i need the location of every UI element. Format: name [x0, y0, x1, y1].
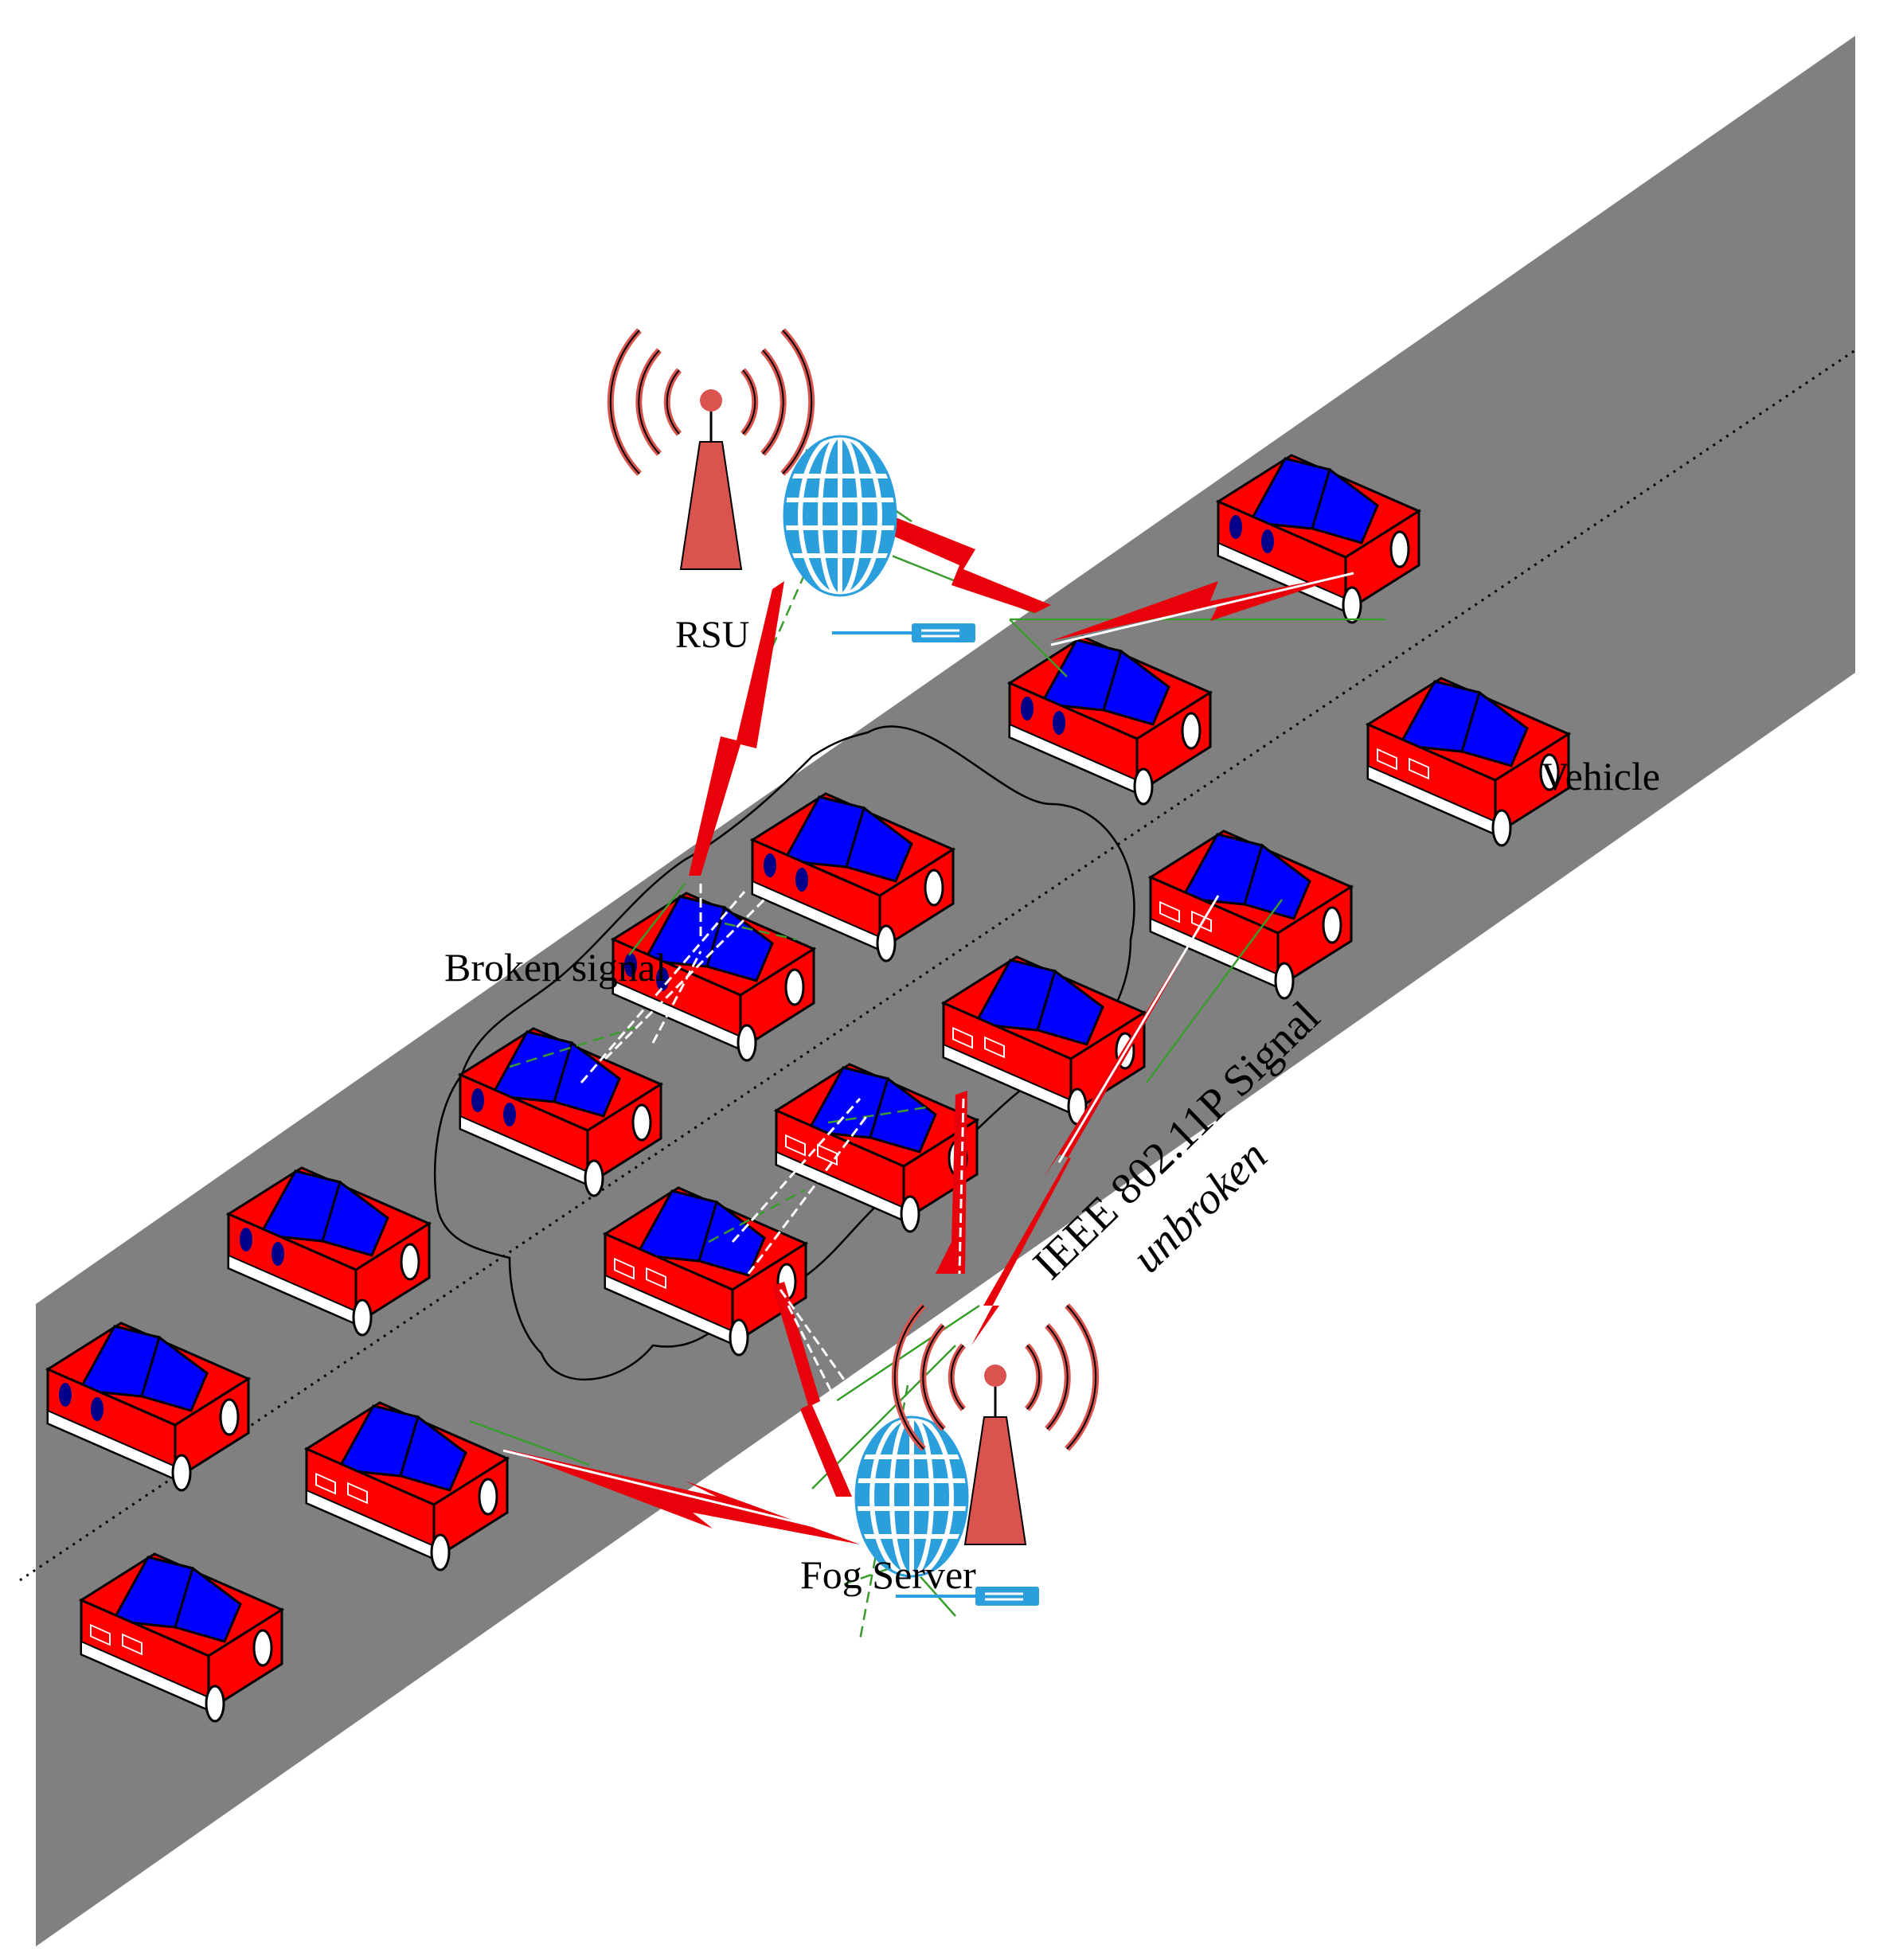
- road: [36, 36, 1855, 1946]
- broken-signal-region: [434, 725, 1135, 1381]
- broken-signal-lines: [580, 884, 965, 1418]
- rsu-label: RSU: [675, 614, 749, 656]
- fog-server-label: Fog Server: [800, 1552, 976, 1597]
- server-icon: [830, 622, 977, 644]
- vehicle-label: Vehicle: [1541, 754, 1660, 798]
- broken-signal-label: Broken signal: [444, 945, 666, 990]
- globe-icon: [784, 436, 896, 595]
- road-center-line: [19, 349, 1856, 1582]
- rsu-tower-icon: [611, 330, 811, 569]
- solid-signal-lines: [502, 572, 1354, 1538]
